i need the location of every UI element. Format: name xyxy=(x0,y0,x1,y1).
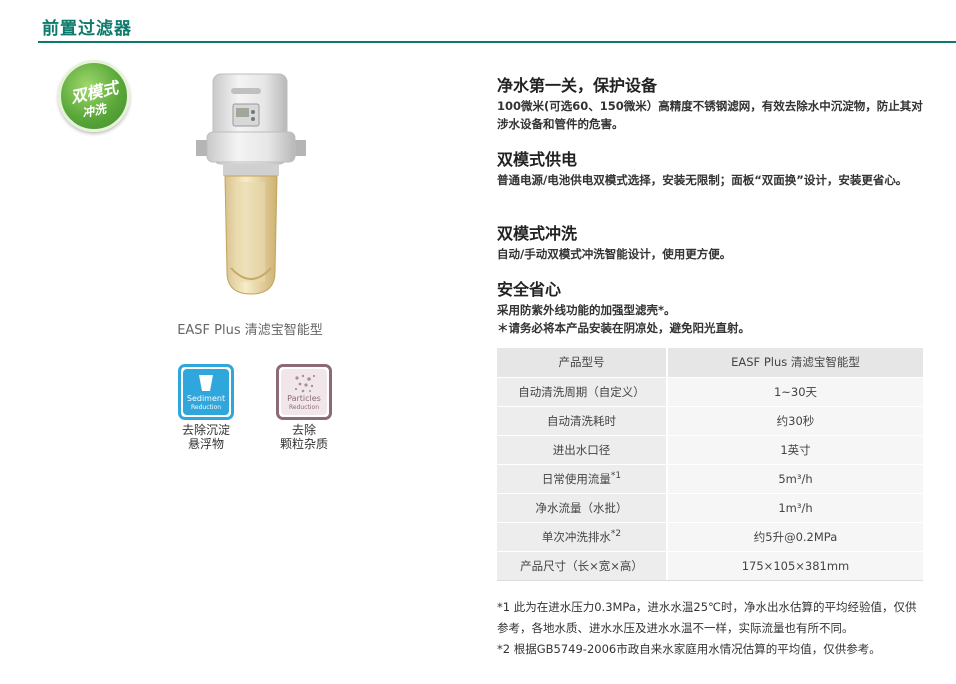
sediment-caption-line1: 去除沉淀 xyxy=(181,423,230,437)
table-header-key: 产品型号 xyxy=(497,348,667,378)
title-divider xyxy=(38,41,956,43)
section-heading-flush: 双模式冲洗 xyxy=(497,224,578,243)
product-caption: EASF Plus 清滤宝智能型 xyxy=(177,323,323,338)
table-row: 产品尺寸（长×宽×高） 175×105×381mm xyxy=(497,551,923,581)
dual-mode-badge: 双模式 冲洗 xyxy=(58,60,130,132)
section-heading-power: 双模式供电 xyxy=(497,150,578,169)
table-cell-value: 5m³/h xyxy=(666,464,923,494)
table-bottom-rule xyxy=(497,580,923,581)
table-header-value: EASF Plus 清滤宝智能型 xyxy=(666,348,923,378)
footnote-2: *2 根据GB5749-2006市政自来水家庭用水情况估算的平均值，仅供参考。 xyxy=(497,642,881,656)
sediment-caption: 去除沉淀 悬浮物 xyxy=(166,423,246,451)
table-row: 净水流量（水批） 1m³/h xyxy=(497,493,923,523)
table-cell-key: 进出水口径 xyxy=(497,435,667,465)
table-row: 日常使用流量*1 5m³/h xyxy=(497,464,923,494)
table-cell-key: 日常使用流量*1 xyxy=(497,464,667,494)
table-row: 自动清洗耗时 约30秒 xyxy=(497,406,923,436)
sediment-icon xyxy=(199,375,213,391)
particles-reduction-icon: Particles Reduction xyxy=(276,364,332,420)
footnote-1: *1 此为在进水压力0.3MPa，进水水温25℃时，净水出水估算的平均经验值，仅… xyxy=(497,600,917,635)
particles-caption: 去除 颗粒杂质 xyxy=(264,423,344,451)
table-cell-key: 单次冲洗排水*2 xyxy=(497,522,667,552)
product-image xyxy=(196,73,306,295)
table-row: 自动清洗周期（自定义） 1~30天 xyxy=(497,377,923,407)
section-heading-safety: 安全省心 xyxy=(497,280,562,299)
table-cell-key: 净水流量（水批） xyxy=(497,493,667,523)
table-cell-value: 约30秒 xyxy=(666,406,923,436)
particles-caption-line2: 颗粒杂质 xyxy=(279,437,328,451)
table-cell-key: 自动清洗周期（自定义） xyxy=(497,377,667,407)
sediment-label: Sediment xyxy=(186,394,226,403)
section-body-power: 普通电源/电池供电双模式选择，安装无限制；面板“双面换”设计，安装更省心。 xyxy=(497,173,908,187)
section-body-safety: 采用防紫外线功能的加强型滤壳*。 xyxy=(497,303,676,317)
table-cell-value: 1m³/h xyxy=(666,493,923,523)
table-cell-value: 1~30天 xyxy=(666,377,923,407)
sediment-caption-line2: 悬浮物 xyxy=(187,437,224,451)
sediment-sub: Reduction xyxy=(191,404,221,411)
section-body-flush: 自动/手动双模式冲洗智能设计，使用更方便。 xyxy=(497,247,732,261)
footnote-marker: *2 xyxy=(610,528,622,539)
table-cell-value: 1英寸 xyxy=(666,435,923,465)
cell-key-text: 日常使用流量 xyxy=(541,471,611,486)
table-cell-value: 175×105×381mm xyxy=(666,551,923,581)
spec-table: 产品型号 EASF Plus 清滤宝智能型 自动清洗周期（自定义） 1~30天 … xyxy=(497,348,923,581)
particles-icon xyxy=(294,374,316,393)
table-header-row: 产品型号 EASF Plus 清滤宝智能型 xyxy=(497,348,923,378)
table-row: 进出水口径 1英寸 xyxy=(497,435,923,465)
table-cell-key: 产品尺寸（长×宽×高） xyxy=(497,551,667,581)
particles-caption-line1: 去除 xyxy=(291,423,316,437)
page-title: 前置过滤器 xyxy=(42,19,132,39)
cell-key-text: 单次冲洗排水 xyxy=(541,529,611,544)
particles-sub: Reduction xyxy=(289,404,319,411)
footnotes: *1 此为在进水压力0.3MPa，进水水温25℃时，净水出水估算的平均经验值，仅… xyxy=(497,597,927,660)
section-body-safety-note: ＊请务必将本产品安装在阴凉处，避免阳光直射。 xyxy=(497,321,750,335)
particles-label: Particles xyxy=(287,394,321,403)
section-heading-protection: 净水第一关，保护设备 xyxy=(497,76,658,95)
table-row: 单次冲洗排水*2 约5升@0.2MPa xyxy=(497,522,923,552)
table-cell-key: 自动清洗耗时 xyxy=(497,406,667,436)
table-cell-value: 约5升@0.2MPa xyxy=(666,522,923,552)
sediment-reduction-icon: Sediment Reduction xyxy=(178,364,234,420)
footnote-marker: *1 xyxy=(610,470,622,481)
section-body-protection: 100微米(可选60、150微米）高精度不锈钢滤网，有效去除水中沉淀物，防止其对… xyxy=(497,99,923,131)
